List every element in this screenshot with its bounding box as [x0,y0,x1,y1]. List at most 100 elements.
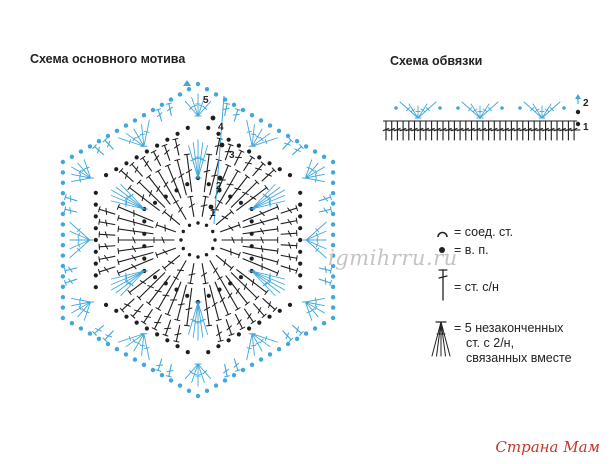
double-crochet-bar [236,319,242,325]
double-crochet-bar [68,266,73,273]
double-crochet [318,194,332,202]
double-crochet [63,266,78,274]
double-crochet-top [202,282,209,285]
double-crochet-bar [468,127,475,132]
chain-stitch [103,302,109,307]
double-crochet [282,137,294,150]
chain-stitch [196,221,200,225]
double-crochet-stem [242,251,279,263]
chain-stitch [114,347,120,352]
double-crochet [140,155,152,172]
chain-stitch [500,106,504,110]
double-crochet-stem [220,224,240,233]
chain-stitch [213,238,217,242]
chain-stitch [141,362,147,367]
double-crochet-stem [230,272,258,299]
start-line [213,95,225,225]
cluster-stem [110,270,145,291]
double-crochet-bar [105,207,108,215]
chain-stitch [249,113,255,118]
cluster-stem [304,301,319,318]
chain-stitch [231,373,237,378]
double-crochet-top [97,268,101,275]
double-crochet-bar [565,127,572,132]
double-crochet-stem [104,330,114,341]
cluster-bar [482,108,488,112]
cluster-bar [127,280,131,286]
double-crochet-top [237,222,241,228]
cluster-bar [198,372,205,376]
chain-stitch [155,332,160,337]
double-crochet [165,102,173,116]
chain-stitch [87,144,93,149]
double-crochet [242,225,279,235]
double-crochet-top [174,318,181,322]
chain-stitch [206,350,211,355]
chain-stitch [285,341,291,347]
double-crochet-top [254,295,260,301]
double-crochet [242,245,279,255]
cluster-bar [78,169,82,175]
double-crochet-top [299,331,304,336]
cluster-stem [133,333,145,352]
double-crochet-stem [189,196,195,217]
chain-stitch [298,214,303,219]
double-crochet-stem [98,233,116,236]
cluster-stem [191,363,199,383]
double-crochet [242,203,280,222]
cluster-stem [71,297,92,303]
double-crochet [548,120,555,141]
double-crochet [411,120,418,141]
cluster-stem [197,363,212,380]
double-crochet-bar [156,364,164,367]
cluster-stem [71,166,92,179]
cluster-bar [127,194,131,200]
chain-stitch [330,274,336,279]
double-crochet-bar [166,369,174,373]
double-crochet [64,278,78,286]
cluster-bar [549,107,554,112]
cluster-stem [305,221,327,241]
cluster-stem [246,119,253,147]
double-crochet [428,120,435,141]
cluster-stem [251,333,271,348]
double-crochet-top [102,137,108,143]
double-crochet [117,236,154,244]
chain-stitch [60,274,66,279]
double-crochet-bar [416,127,424,132]
double-crochet [200,195,209,217]
cluster-stem [541,101,561,119]
chain-stitch [294,139,300,144]
double-crochet-stem [138,272,166,299]
chain-stitch [238,200,244,205]
chain-stitch [60,170,66,175]
double-crochet-top [92,144,97,149]
chain-stitch [211,246,215,251]
chain-stitch [60,191,66,196]
cluster-bar [192,320,199,323]
chain-stitch [240,367,246,373]
double-crochet-top [260,161,266,166]
double-crochet-stem [98,221,116,226]
cluster-bar [472,108,478,112]
double-crochet-bar [439,127,447,132]
double-crochet-stem [280,232,298,235]
double-crochet-bar [260,228,265,235]
double-crochet-stem [214,281,229,316]
double-crochet [187,195,195,217]
double-crochet-bar [243,283,248,290]
double-crochet-stem [148,275,171,305]
double-crochet-bar [174,333,182,336]
double-crochet-bar [134,166,139,173]
chain-stitch [114,308,119,313]
cluster [301,159,325,183]
chain-stitch [267,352,273,357]
cluster-bar [76,228,81,233]
double-crochet [252,161,266,177]
double-crochet-top [276,247,279,255]
cluster-stem [251,132,271,147]
chain-stitch [312,149,318,154]
double-crochet-stem [104,139,114,150]
cluster [188,139,208,179]
